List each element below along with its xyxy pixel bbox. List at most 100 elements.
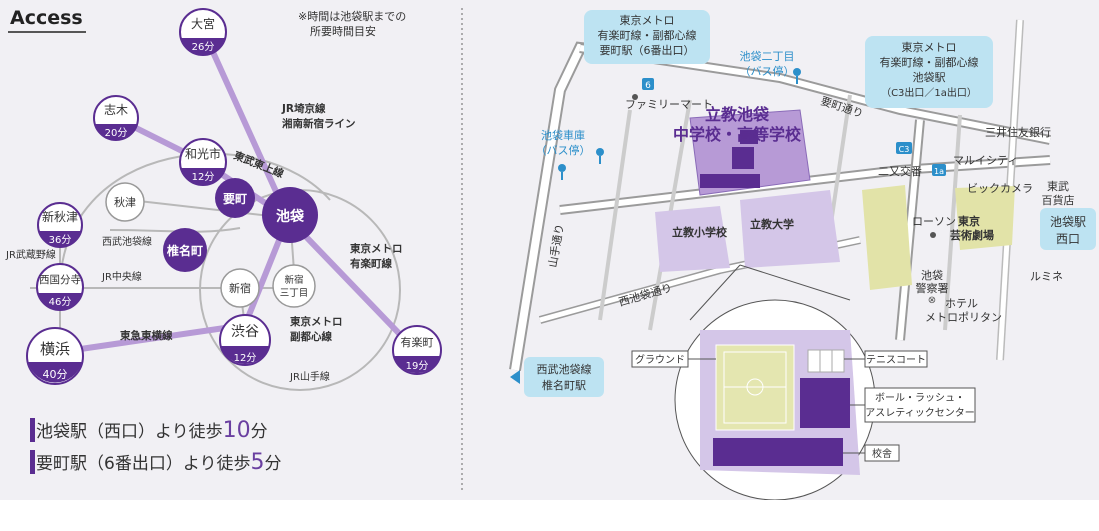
station-yurakucho: 有楽町 19分 — [392, 325, 442, 375]
station-shibuya: 渋谷 12分 — [219, 314, 271, 366]
svg-text:西口: 西口 — [1056, 232, 1080, 246]
station-kanamecho: 要町 — [215, 178, 255, 218]
note-line-2: 所要時間目安 — [310, 24, 376, 38]
walk-ikebukuro: 池袋駅（西口）より徒歩10分 — [36, 418, 268, 443]
svg-text:有楽町線・副都心線: 有楽町線・副都心線 — [880, 55, 979, 69]
svg-text:12分: 12分 — [192, 171, 215, 183]
label-lumine: ルミネ — [1030, 270, 1063, 283]
box-ikebukuro-metro — [865, 36, 993, 108]
label-tobu-2: 百貨店 — [1042, 193, 1075, 207]
svg-text:26分: 26分 — [192, 41, 215, 53]
label-familymart: ファミリーマート — [625, 98, 713, 111]
svg-text:（バス停）: （バス停） — [740, 64, 795, 78]
svg-text:西国分寺: 西国分寺 — [39, 274, 81, 286]
label-lawson: ローソン — [912, 215, 956, 228]
svg-text:12分: 12分 — [234, 352, 257, 364]
legend-tennis: テニスコート — [866, 355, 926, 366]
label-saikyo: JR埼京線 — [281, 102, 326, 115]
station-akitsu: 秋津 — [105, 182, 145, 222]
tennis-court — [807, 349, 845, 373]
svg-text:東京メトロ: 東京メトロ — [620, 13, 675, 27]
svg-text:池袋駅: 池袋駅 — [1050, 215, 1086, 229]
svg-text:渋谷: 渋谷 — [231, 324, 259, 340]
svg-text:36分: 36分 — [49, 234, 72, 246]
yurakucho-line — [285, 215, 418, 353]
label-nishiikebukuro-dori: 西池袋通り — [617, 280, 674, 309]
station-shinakitsu: 新秋津 36分 — [37, 202, 83, 248]
svg-text:池袋車庫: 池袋車庫 — [541, 128, 585, 142]
svg-text:池袋: 池袋 — [276, 208, 305, 225]
label-mitsui: 三井住友銀行 — [985, 125, 1051, 139]
station-omiya: 大宮 26分 — [179, 8, 227, 56]
station-shiinamachi: 椎名町 — [163, 228, 207, 272]
exit-c3-marker: C3 — [899, 145, 910, 154]
label-geigeki-1: 東京 — [958, 214, 980, 228]
station-shinjuku: 新宿 — [220, 268, 260, 308]
legend-ground: グラウンド — [635, 353, 685, 366]
svg-text:有楽町: 有楽町 — [401, 335, 434, 349]
rikkyo-elementary — [655, 206, 730, 272]
svg-text:⊗: ⊗ — [928, 295, 936, 306]
route-diagram: JR埼京線 湘南新宿ライン 東武東上線 西武池袋線 JR武蔵野線 JR中央線 東… — [5, 8, 442, 391]
label-fukutoshin: 副都心線 — [290, 330, 332, 343]
svg-text:西武池袋線: 西武池袋線 — [537, 362, 592, 376]
svg-text:横浜: 横浜 — [40, 340, 70, 358]
svg-text:（バス停）: （バス停） — [536, 143, 591, 157]
label-hotel-1: ホテル — [945, 297, 978, 310]
svg-text:和光市: 和光市 — [185, 146, 221, 161]
area-map: 東京メトロ 有楽町線・副都心線 要町駅（6番出口） 東京メトロ 有楽町線・副都心… — [509, 10, 1096, 500]
walk-bar-2 — [30, 450, 35, 474]
label-tobu-1: 東武 — [1047, 180, 1069, 193]
svg-text:19分: 19分 — [406, 360, 429, 372]
saikyo-line — [200, 28, 291, 220]
note-line-1: ※時間は池袋駅までの — [298, 9, 406, 23]
legend-building: 校舎 — [872, 447, 892, 460]
access-title: Access — [10, 7, 83, 29]
exit-1a-marker: 1a — [934, 167, 944, 176]
svg-text:20分: 20分 — [105, 127, 128, 139]
walk-kanamecho: 要町駅（6番出口）より徒歩5分 — [36, 450, 282, 475]
station-ikebukuro: 池袋 — [262, 187, 318, 243]
svg-text:志木: 志木 — [104, 103, 128, 117]
access-figure: Access ※時間は池袋駅までの 所要時間目安 JR埼京線 湘南新宿ライン 東… — [5, 7, 1096, 500]
label-police-1: 池袋 — [921, 268, 943, 282]
box-shiinamachi — [524, 357, 604, 397]
exit-6-marker: 6 — [645, 81, 651, 91]
label-yurakucho: 有楽町線 — [350, 257, 392, 270]
label-metro-2: 東京メトロ — [290, 315, 343, 328]
label-police-2: 警察署 — [916, 281, 949, 295]
ball-center — [800, 378, 850, 428]
station-shinjuku3: 新宿 三丁目 — [272, 264, 316, 308]
svg-text:池袋駅: 池袋駅 — [913, 70, 946, 84]
svg-text:椎名町駅: 椎名町駅 — [542, 378, 586, 392]
label-yamate-dori: 山手通り — [545, 223, 566, 269]
label-hotel-2: メトロポリタン — [925, 311, 1002, 324]
station-nishikokubunji: 西国分寺 46分 — [36, 263, 84, 311]
label-toyoko: 東急東横線 — [120, 329, 173, 342]
label-chuo: JR中央線 — [101, 270, 142, 283]
station-wakoshi: 和光市 12分 — [179, 138, 227, 186]
tokyo-geigeki — [862, 185, 912, 290]
label-shonan: 湘南新宿ライン — [282, 117, 356, 130]
svg-text:有楽町線・副都心線: 有楽町線・副都心線 — [598, 28, 697, 42]
school-building — [713, 438, 843, 466]
svg-text:池袋二丁目: 池袋二丁目 — [740, 49, 795, 63]
station-yokohama: 横浜 40分 — [26, 327, 84, 385]
bus-stop-nichome: 池袋二丁目 （バス停） — [740, 49, 801, 84]
box-kanamecho-station — [584, 10, 710, 64]
svg-text:新宿: 新宿 — [229, 281, 251, 295]
svg-text:40分: 40分 — [43, 368, 68, 381]
label-musashino: JR武蔵野線 — [5, 248, 56, 261]
box-west-exit — [1040, 208, 1096, 250]
label-elementary: 立教小学校 — [672, 225, 728, 239]
label-yamanote: JR山手線 — [289, 370, 330, 383]
school-name-2: 中学校・高等学校 — [673, 125, 802, 144]
school-name-1: 立教池袋 — [705, 105, 770, 124]
label-seibu: 西武池袋線 — [102, 235, 152, 248]
legend-ball-1: ボール・ラッシュ・ — [875, 392, 965, 404]
svg-text:秋津: 秋津 — [114, 195, 136, 209]
station-shiki: 志木 20分 — [93, 95, 139, 141]
svg-text:新秋津: 新秋津 — [42, 209, 78, 224]
walk-bar-1 — [30, 418, 35, 442]
